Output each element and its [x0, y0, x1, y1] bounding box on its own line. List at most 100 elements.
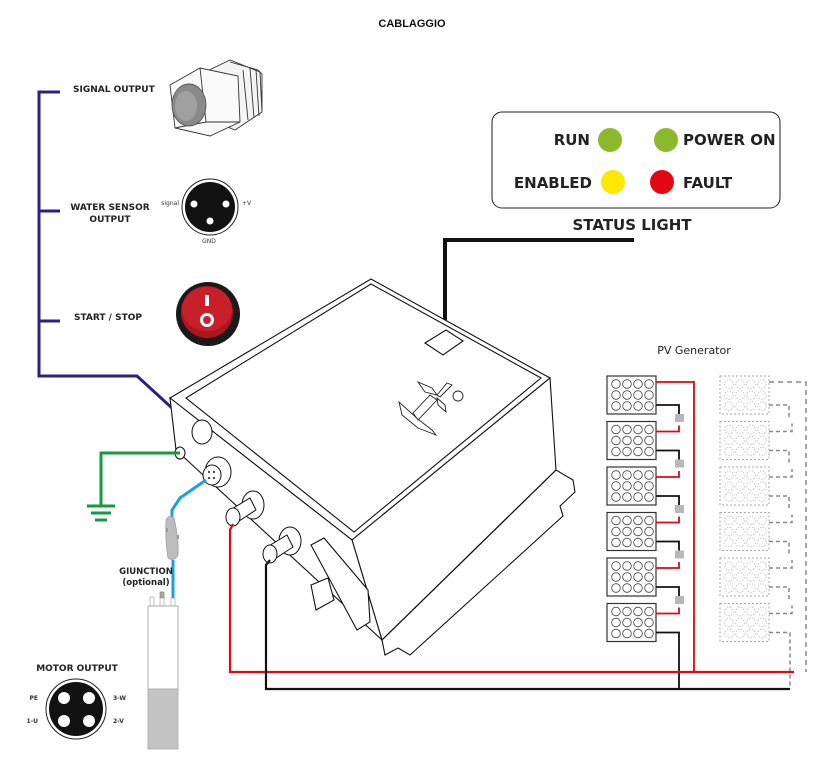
pv-cell	[611, 572, 621, 582]
pv-positive-lead	[656, 381, 695, 672]
pv-cell	[633, 401, 643, 411]
pv-cell	[622, 572, 632, 582]
pv-cell	[644, 606, 654, 617]
pv-cell	[633, 379, 643, 389]
water-sensor-label-line2: OUTPUT	[89, 215, 131, 225]
pv-cell	[633, 390, 643, 400]
pv-series-negative	[656, 586, 680, 597]
motor-pin-v-label: 2-V	[113, 718, 124, 725]
pv-cell	[644, 390, 654, 400]
pv-panel-optional	[719, 557, 770, 597]
pv-panel	[606, 420, 657, 461]
pv-cell	[611, 390, 621, 400]
pv-cell	[611, 583, 621, 593]
pv-panel-optional	[719, 421, 770, 460]
status-power-on-led	[654, 128, 678, 152]
pv-generator-title: PV Generator	[657, 344, 731, 357]
pv-cell	[622, 492, 632, 502]
pv-cell	[633, 470, 643, 480]
pv-cell	[611, 446, 621, 457]
junction-label-line1: GIUNCTION	[119, 567, 173, 577]
pv-cell	[622, 617, 632, 628]
pv-cell	[622, 481, 632, 491]
pv-cell	[644, 515, 654, 526]
pv-series-positive	[656, 562, 680, 569]
pv-cell	[611, 401, 621, 411]
status-fault-label: FAULT	[683, 174, 733, 192]
motor-pin-w-label: 3-W	[113, 695, 126, 702]
pv-cell	[622, 379, 632, 389]
pv-cell	[611, 470, 621, 480]
pv-cell	[644, 470, 654, 480]
pv-cell	[644, 435, 654, 446]
pv-panel-optional	[719, 603, 770, 642]
status-enabled-label: ENABLED	[514, 174, 592, 192]
pv-cell	[611, 526, 621, 537]
pv-connector	[675, 550, 684, 559]
pv-active-string	[606, 375, 695, 689]
status-light-title: STATUS LIGHT	[573, 216, 693, 234]
pv-cell	[633, 572, 643, 582]
ground-symbol-icon	[87, 504, 115, 522]
pv-series-positive	[656, 425, 680, 433]
pv-cell	[622, 435, 632, 446]
pv-cell	[622, 390, 632, 400]
pin-signal-label: signal	[161, 200, 179, 207]
pv-cell	[644, 379, 654, 389]
pv-cell	[633, 481, 643, 491]
pv-cell	[644, 492, 654, 502]
pv-cell	[622, 606, 632, 617]
pv-cell	[622, 526, 632, 537]
pv-cell	[633, 526, 643, 537]
pv-cell	[622, 515, 632, 526]
pv-cell	[644, 561, 654, 571]
pv-optional-string	[719, 375, 807, 689]
pv-cell	[644, 537, 654, 548]
pv-connector	[675, 596, 684, 604]
pv-negative-wire	[264, 559, 790, 691]
pv-cell	[622, 583, 632, 593]
pv-cell	[644, 583, 654, 593]
pv-cell	[633, 515, 643, 526]
pv-cell	[622, 628, 632, 639]
pv-cell	[611, 424, 621, 435]
pv-cell	[611, 481, 621, 491]
motor-pin-pe-label: PE	[30, 695, 39, 702]
pv-cell	[633, 561, 643, 571]
pv-panel	[606, 557, 657, 597]
start-stop-switch[interactable]	[176, 282, 240, 346]
junction-label-line2: (optional)	[122, 578, 169, 588]
controller-unit	[169, 278, 576, 656]
pv-cell	[633, 435, 643, 446]
pv-cell	[622, 401, 632, 411]
pv-panel	[606, 466, 657, 506]
pv-positive-wire	[228, 523, 794, 674]
status-light-panel	[491, 111, 781, 209]
pv-cell	[611, 606, 621, 617]
pv-panel-optional	[719, 512, 770, 551]
status-power-on-label: POWER ON	[683, 131, 776, 149]
pv-cell	[622, 446, 632, 457]
pv-cell	[644, 446, 654, 457]
pump-logo-icon	[398, 380, 464, 437]
pv-panel	[606, 602, 657, 643]
start-stop-label: START / STOP	[74, 313, 142, 323]
pv-panel-optional	[719, 375, 770, 415]
water-sensor-label-line1: WATER SENSOR	[70, 203, 149, 213]
submersible-pump-icon	[147, 591, 179, 750]
pv-cell	[633, 583, 643, 593]
pv-series-positive	[656, 471, 680, 478]
pv-cell	[644, 628, 654, 639]
signal-bracket	[37, 90, 198, 432]
status-light-wire	[443, 238, 634, 340]
pv-connector	[675, 414, 684, 422]
switch-off-symbol	[200, 313, 214, 327]
pv-series-positive	[656, 607, 680, 615]
status-enabled-led	[601, 170, 625, 194]
pv-cell	[644, 526, 654, 537]
status-fault-led	[650, 170, 674, 194]
motor-output-connector-icon	[45, 678, 107, 740]
pv-cell	[644, 481, 654, 491]
ground-wire	[99, 451, 180, 505]
pv-cell	[622, 537, 632, 548]
